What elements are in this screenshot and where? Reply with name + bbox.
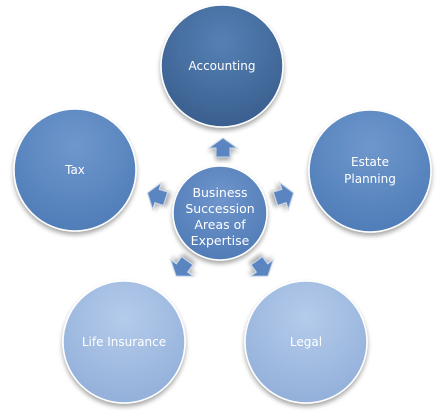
center-hub: Business Succession Areas of Expertise bbox=[172, 165, 268, 261]
arrow-to-estate-planning bbox=[272, 181, 295, 211]
center-line-2: Succession bbox=[185, 201, 254, 216]
arrow-to-accounting bbox=[207, 137, 239, 158]
center-line-1: Business bbox=[192, 185, 247, 200]
center-line-3: Areas of bbox=[194, 217, 246, 232]
node-tax: Tax bbox=[13, 108, 137, 232]
node-estate-planning-line-2: Planning bbox=[344, 172, 396, 186]
node-legal: Legal bbox=[244, 280, 368, 404]
node-life-insurance: Life Insurance bbox=[62, 280, 186, 404]
node-accounting-label: Accounting bbox=[188, 59, 255, 73]
node-tax-label: Tax bbox=[64, 163, 85, 177]
node-estate-planning-line-1: Estate bbox=[351, 155, 389, 169]
node-accounting: Accounting bbox=[160, 4, 284, 128]
center-line-4: Expertise bbox=[191, 233, 250, 248]
node-estate-planning: Estate Planning bbox=[308, 109, 432, 233]
arrow-to-tax bbox=[146, 181, 169, 211]
node-legal-label: Legal bbox=[290, 335, 322, 349]
node-life-insurance-label: Life Insurance bbox=[82, 335, 166, 349]
arrow-to-life-insurance bbox=[169, 255, 195, 277]
arrow-to-legal bbox=[249, 255, 275, 277]
